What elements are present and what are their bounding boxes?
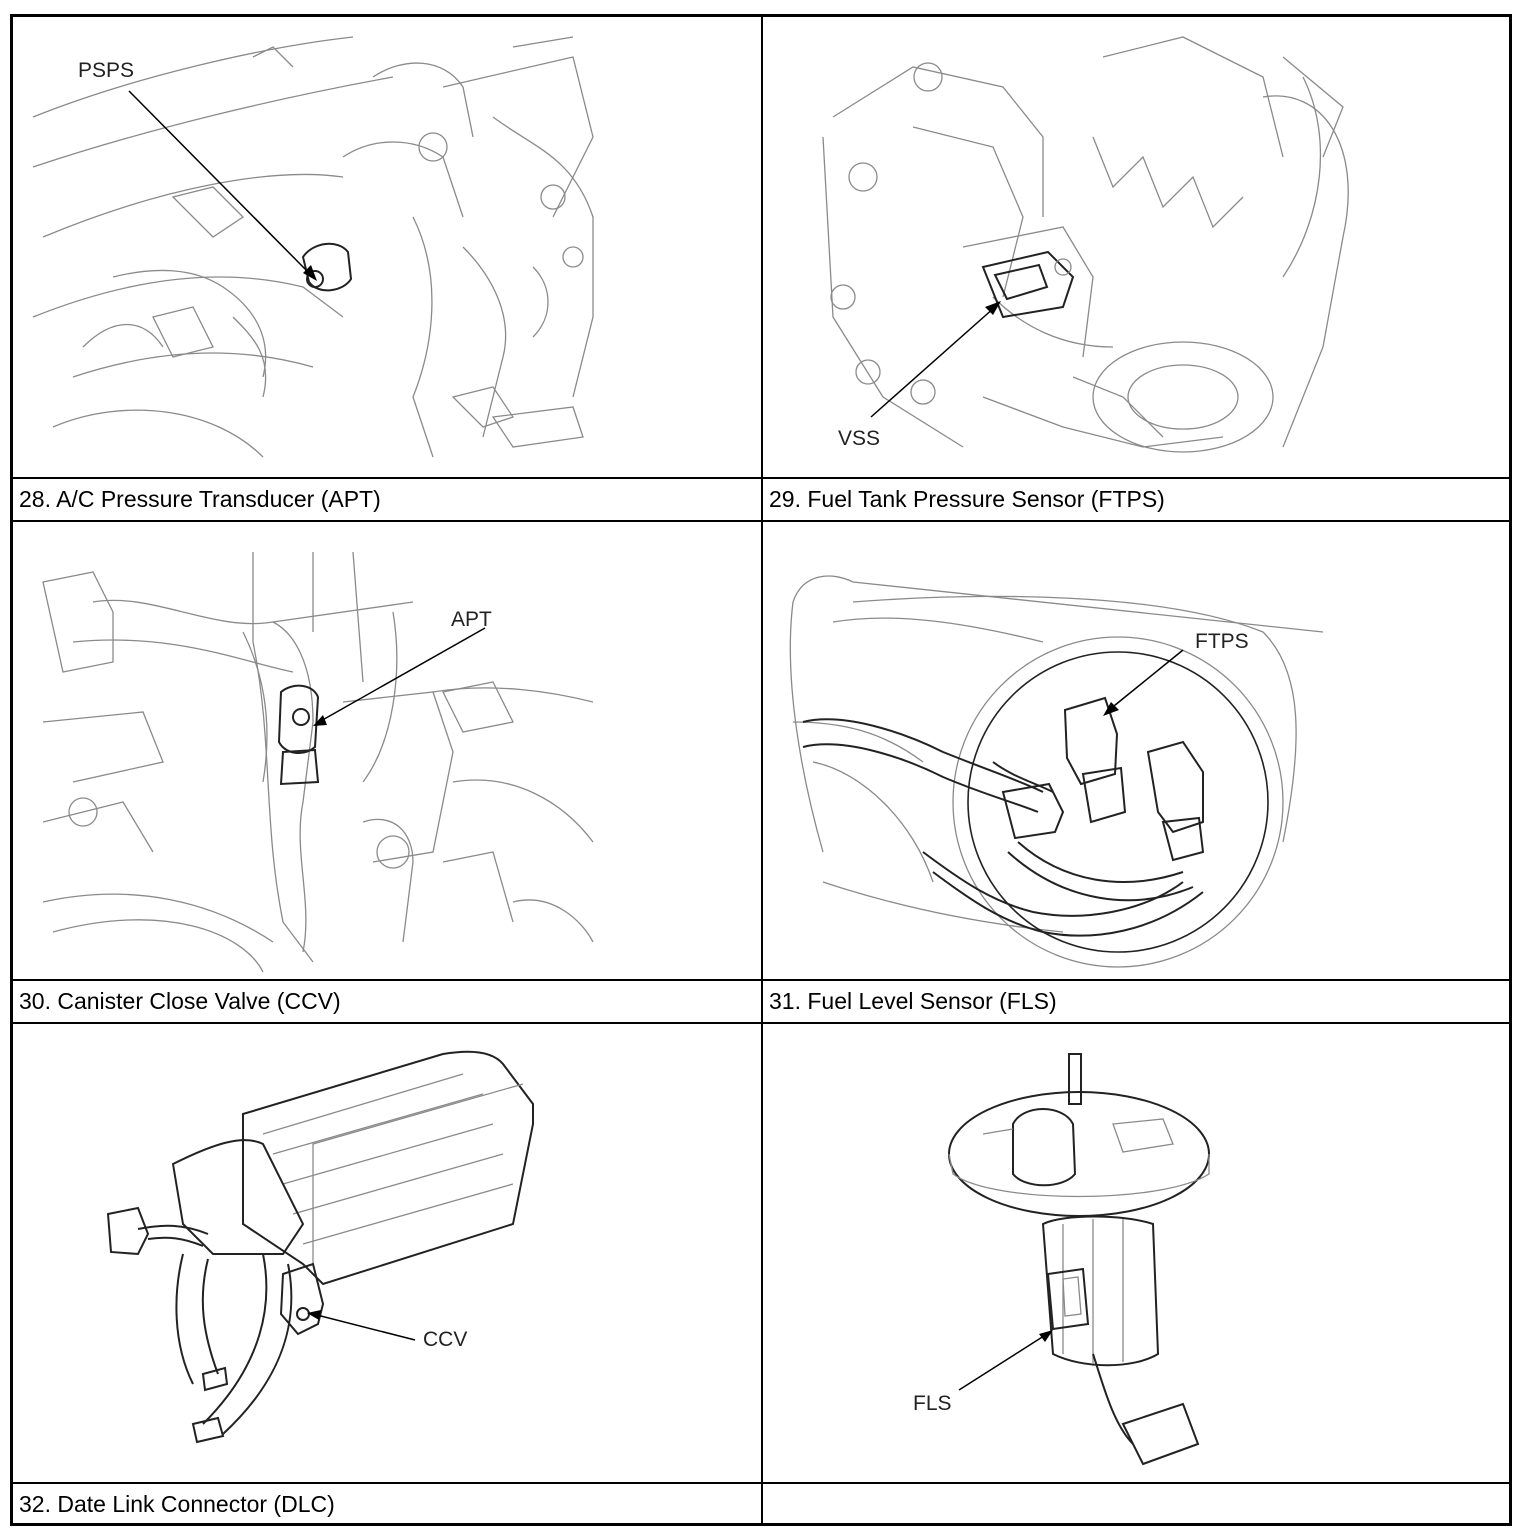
fuel-tank-drawing xyxy=(789,575,1324,968)
caption-ccv: 30. Canister Close Valve (CCV) xyxy=(19,988,341,1014)
transmission-drawing xyxy=(822,36,1349,453)
illustration-ccv: CCV xyxy=(13,1024,761,1482)
column-divider xyxy=(761,17,763,1523)
caption-empty xyxy=(763,1484,1509,1523)
illustration-psps: PSPS xyxy=(13,17,761,477)
fuel-pump-drawing xyxy=(948,1053,1210,1466)
illustration-ftps: FTPS xyxy=(763,522,1509,979)
callout-ftps: FTPS xyxy=(1195,630,1249,653)
row-divider xyxy=(13,1022,1509,1024)
illustration-vss: VSS xyxy=(763,17,1509,477)
callout-vss: VSS xyxy=(838,427,880,450)
callout-ccv: CCV xyxy=(423,1328,467,1351)
caption-apt: 28. A/C Pressure Transducer (APT) xyxy=(19,486,381,512)
row-divider xyxy=(13,1482,1509,1484)
row-divider xyxy=(13,520,1509,522)
row-divider xyxy=(13,979,1509,981)
engine-bay-drawing xyxy=(32,36,594,458)
callout-apt: APT xyxy=(451,608,492,631)
illustration-apt: APT xyxy=(13,522,761,979)
callout-psps: PSPS xyxy=(78,59,134,82)
reference-table: PSPS xyxy=(10,14,1512,1526)
caption-ftps: 29. Fuel Tank Pressure Sensor (FTPS) xyxy=(769,486,1165,512)
canister-drawing xyxy=(106,1050,534,1444)
illustration-fls: FLS xyxy=(763,1024,1509,1482)
row-divider xyxy=(13,477,1509,479)
caption-dlc: 32. Date Link Connector (DLC) xyxy=(19,1491,335,1517)
ac-line-drawing xyxy=(42,551,594,973)
caption-fls: 31. Fuel Level Sensor (FLS) xyxy=(769,988,1057,1014)
callout-fls: FLS xyxy=(913,1392,952,1415)
